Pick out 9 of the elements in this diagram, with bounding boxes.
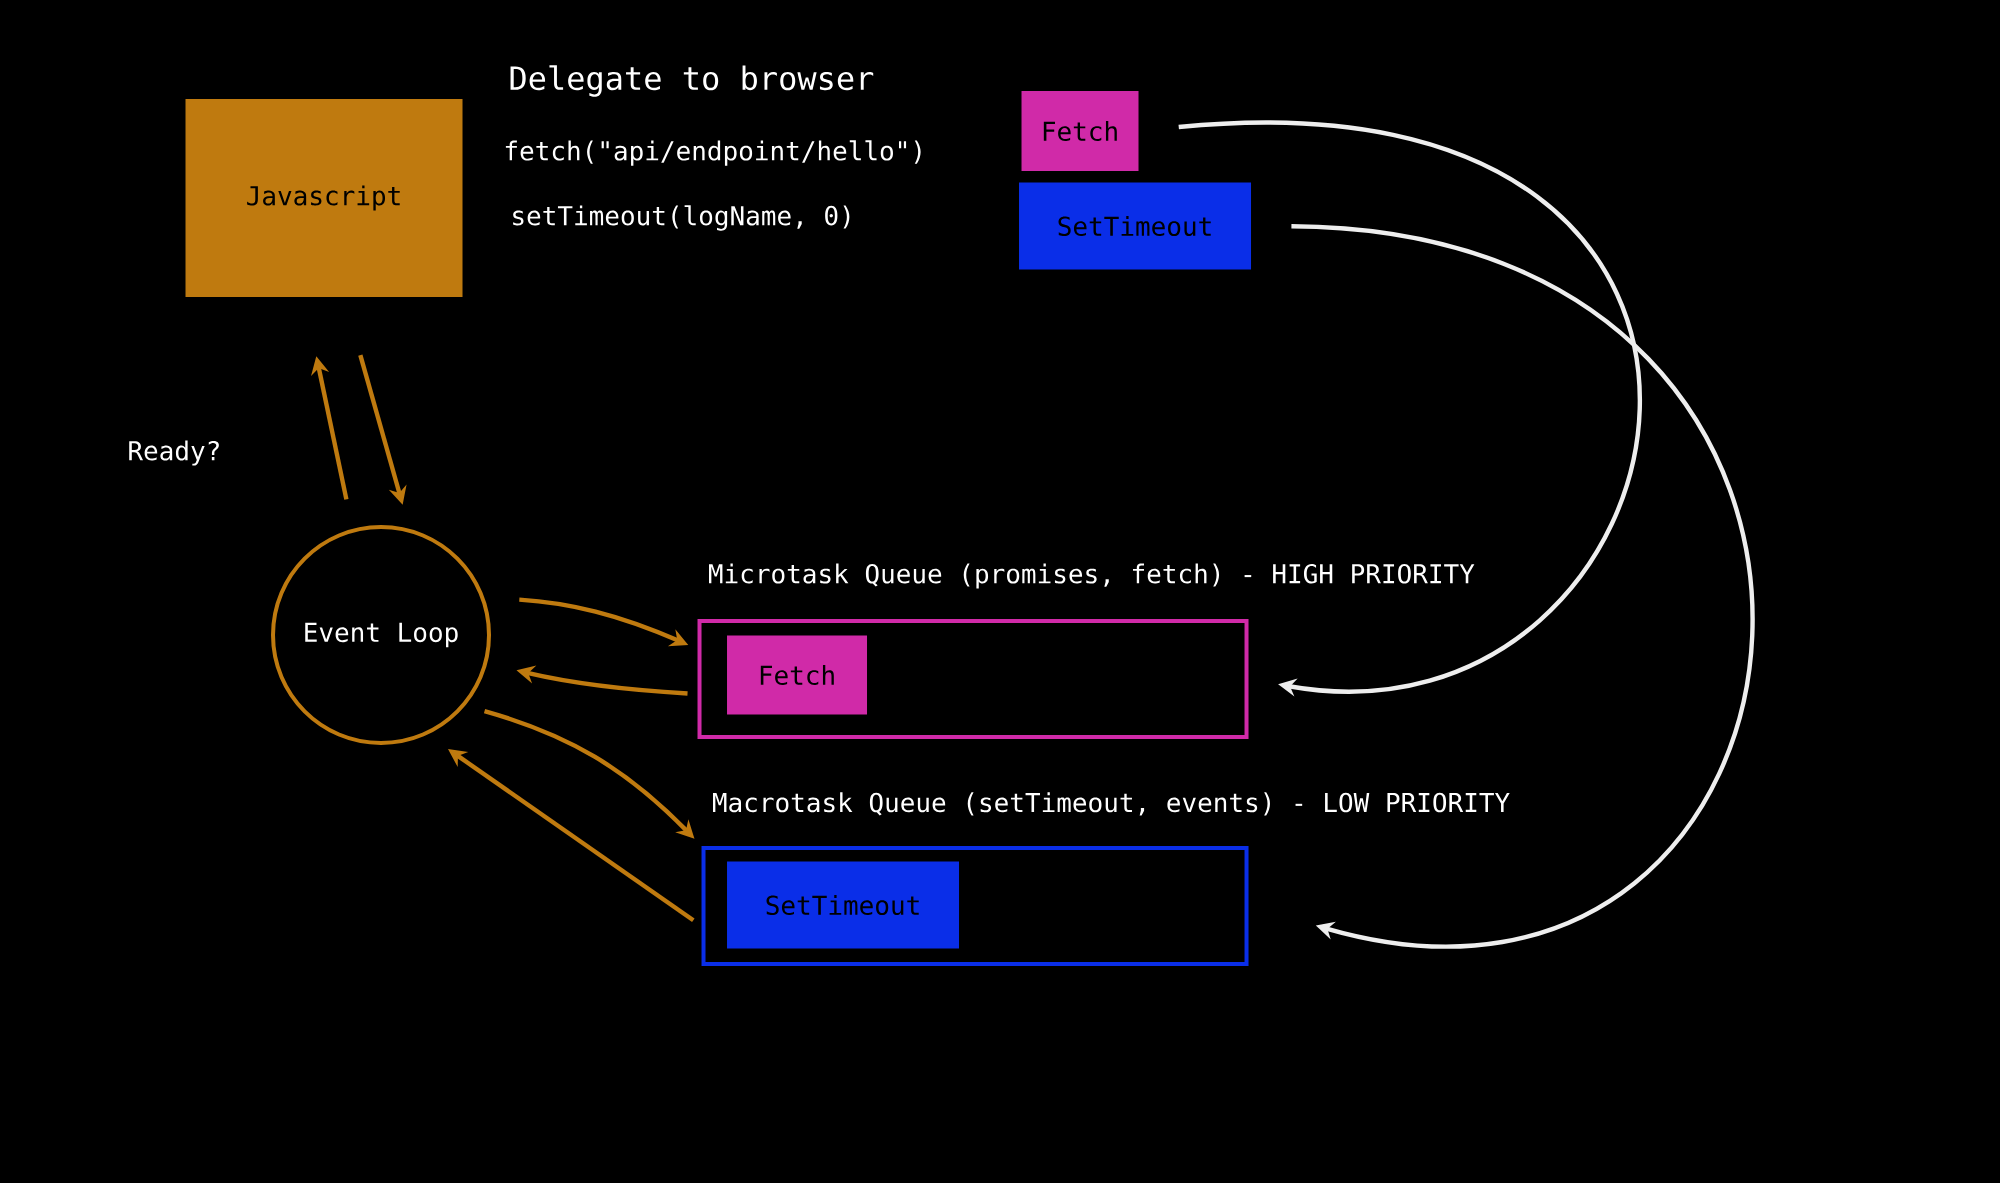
code-text: setTimeout(logName, 0) bbox=[513, 205, 850, 231]
process-box: Fetch bbox=[1021, 91, 1139, 171]
code-text: fetch("api/endpoint/hello") bbox=[505, 140, 921, 166]
heading: Delegate to browser bbox=[510, 65, 874, 97]
node-label: Macrotask Queue (setTimeout, events) - LOW PRIORITY bbox=[713, 792, 1510, 816]
process-box: Javascript bbox=[185, 99, 463, 297]
question-label: Ready? bbox=[129, 440, 219, 466]
process-box: Fetch bbox=[727, 635, 867, 715]
process-box: SetTimeout bbox=[727, 861, 959, 949]
